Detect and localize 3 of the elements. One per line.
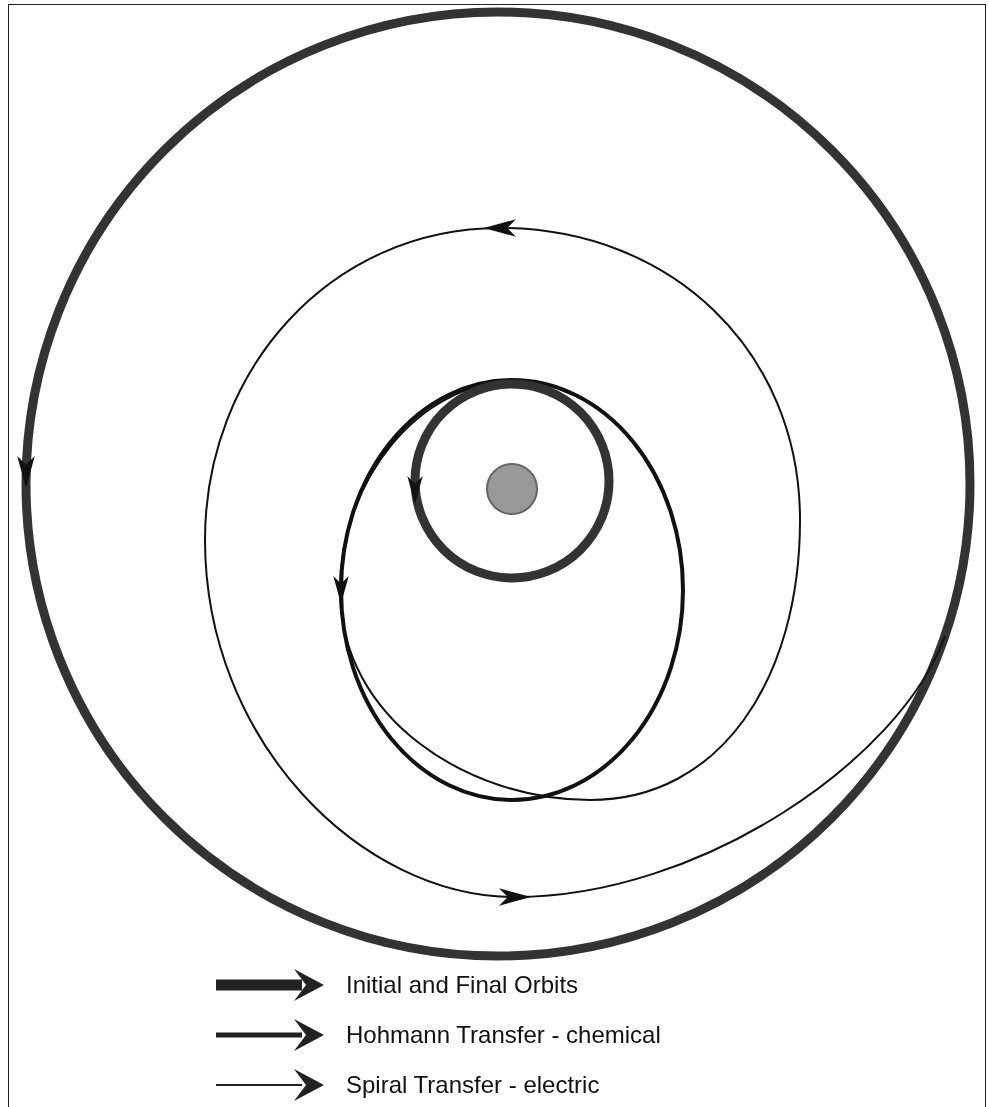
legend-label: Initial and Final Orbits: [346, 971, 579, 999]
legend-label: Spiral Transfer - electric: [346, 1071, 600, 1099]
legend-label: Hohmann Transfer - chemical: [346, 1021, 661, 1049]
